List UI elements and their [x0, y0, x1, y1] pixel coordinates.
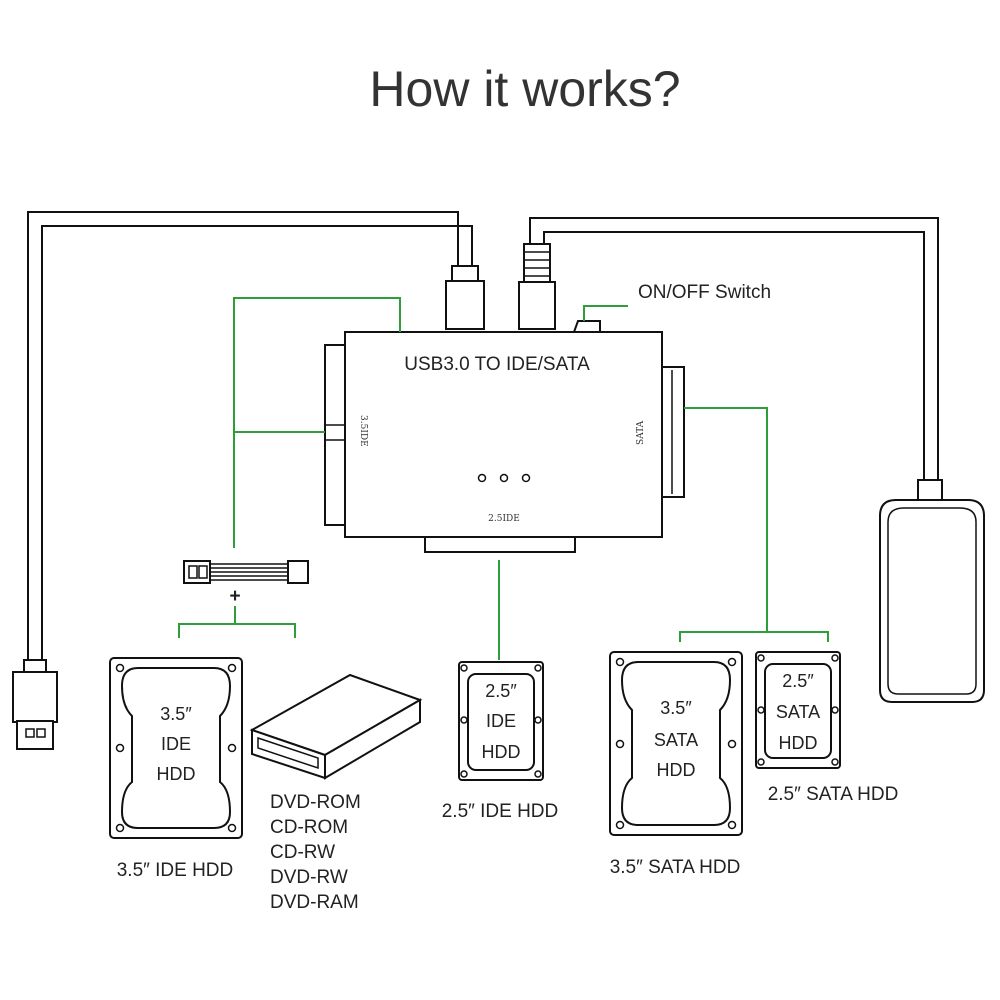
hdd-caption: 2.5″ SATA HDD	[768, 784, 899, 805]
switch-label: ON/OFF Switch	[638, 282, 771, 303]
optical-drive-type: DVD-RW	[270, 867, 348, 888]
hdd-frame	[458, 661, 544, 781]
hdd-kind-label: HDD	[779, 733, 818, 753]
hdd-inner-outline	[467, 673, 535, 771]
hdd-size-label: 2.5″	[782, 671, 814, 691]
hdd-type-label: SATA	[654, 730, 698, 750]
drive-tray-slot	[257, 736, 319, 770]
optical-drive-type: DVD-ROM	[270, 792, 361, 813]
power-connector-small	[287, 560, 309, 584]
hdd-inner-outline	[764, 663, 832, 759]
usb-cable-strain-relief	[451, 265, 479, 283]
hdd-size-label: 3.5″	[660, 698, 692, 718]
hdd-platter-outline	[620, 661, 732, 826]
adapter-box: USB3.0 TO IDE/SATA 3.5IDE SATA 2.5IDE	[324, 331, 685, 553]
ide-35-connector	[324, 344, 348, 526]
hdd-type-label: SATA	[776, 702, 820, 722]
hdd-type-label: IDE	[486, 711, 516, 731]
hdd-frame	[609, 651, 743, 836]
port-label-sata: SATA	[636, 420, 646, 445]
hdd-kind-label: HDD	[657, 760, 696, 780]
hdd-platter-outline	[120, 667, 232, 829]
hdd-25-ide: 2.5″ IDE HDD 2.5″ IDE HDD	[442, 661, 559, 822]
hdd-25-sata: 2.5″ SATA HDD 2.5″ SATA HDD	[755, 651, 899, 805]
hdd-frame	[755, 651, 841, 769]
hdd-35-sata: 3.5″ SATA HDD 3.5″ SATA HDD	[609, 651, 743, 878]
adapter-body	[344, 331, 663, 538]
optical-drive-type: DVD-RAM	[270, 892, 359, 913]
power-plug	[518, 281, 556, 330]
hdd-caption: 2.5″ IDE HDD	[442, 801, 559, 822]
plus-sign: +	[229, 586, 240, 607]
optical-drive-type: CD-ROM	[270, 817, 348, 838]
hdd-caption: 3.5″ IDE HDD	[117, 860, 234, 881]
usb-cable	[12, 211, 485, 750]
port-label-35ide: 3.5IDE	[358, 415, 368, 447]
hdd-frame	[109, 657, 243, 839]
hdd-caption: 3.5″ SATA HDD	[610, 857, 741, 878]
molex-power-cable: +	[183, 560, 309, 607]
diagram-title: How it works?	[369, 61, 680, 117]
hdd-kind-label: HDD	[482, 742, 521, 762]
usb-a-plug	[12, 671, 58, 723]
led-indicator	[477, 473, 487, 483]
led-indicator	[521, 473, 531, 483]
connector-lines	[178, 297, 829, 660]
hdd-size-label: 2.5″	[485, 681, 517, 701]
optical-drive-type: CD-RW	[270, 842, 335, 863]
hdd-size-label: 3.5″	[160, 704, 192, 724]
hdd-35-ide: 3.5″ IDE HDD 3.5″ IDE HDD	[109, 657, 243, 881]
power-cable	[518, 217, 985, 703]
switch-toggle	[572, 320, 601, 333]
port-label-25ide: 2.5IDE	[488, 514, 520, 524]
hdd-type-label: IDE	[161, 734, 191, 754]
optical-drive: DVD-ROM CD-ROM CD-RW DVD-RW DVD-RAM	[249, 673, 423, 913]
adapter-label: USB3.0 TO IDE/SATA	[404, 354, 590, 375]
usb-b-plug	[445, 280, 485, 330]
led-indicator	[499, 473, 509, 483]
power-adapter-brick	[879, 499, 985, 703]
on-off-switch: ON/OFF Switch	[572, 282, 771, 333]
hdd-kind-label: HDD	[157, 764, 196, 784]
